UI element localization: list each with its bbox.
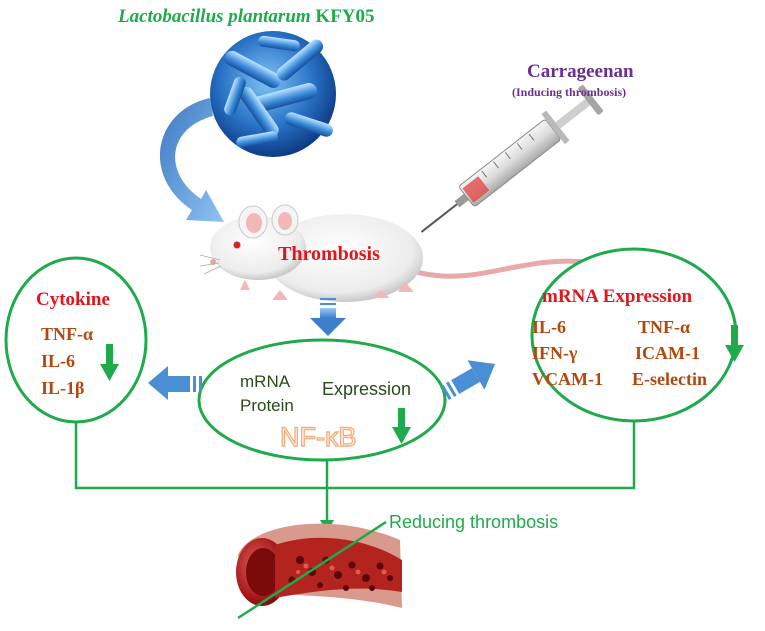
cytokine-item: IL-1β bbox=[41, 378, 85, 398]
center-expression: Expression bbox=[322, 379, 412, 399]
cytokine-title: Cytokine bbox=[36, 289, 110, 310]
mouse-image bbox=[199, 204, 588, 302]
center-oval bbox=[197, 338, 447, 462]
outcome-pointer-line bbox=[237, 520, 387, 620]
mrna-item: IL-6 bbox=[532, 317, 567, 337]
cytokine-item: TNF-α bbox=[41, 324, 94, 344]
block-arrow-left bbox=[148, 366, 202, 400]
mrna-item: IFN-γ bbox=[532, 343, 578, 363]
strain-name: KFY05 bbox=[315, 6, 375, 27]
nfkb-label: NF-κB bbox=[279, 422, 357, 452]
down-arrow-icon-mrna bbox=[725, 325, 744, 362]
mrna-title: mRNA Expression bbox=[542, 286, 693, 307]
species-name: Lactobacillus plantarum bbox=[118, 6, 311, 27]
outcome-label: Reducing thrombosis bbox=[389, 512, 559, 532]
down-arrow-icon-center bbox=[392, 408, 411, 444]
mrna-item: VCAM-1 bbox=[532, 369, 603, 389]
center-mrna: mRNA bbox=[240, 372, 291, 391]
down-arrow-icon-cytokine bbox=[100, 344, 119, 381]
block-arrow-down bbox=[310, 298, 346, 336]
mrna-item: ICAM-1 bbox=[635, 343, 700, 363]
carrageenan-note: (Inducing thrombosis) bbox=[512, 85, 627, 99]
center-protein: Protein bbox=[240, 396, 294, 415]
cytokine-item: IL-6 bbox=[41, 351, 76, 371]
curved-arrow-icon bbox=[159, 98, 224, 222]
species-title: Lactobacillus plantarum KFY05 bbox=[118, 7, 375, 26]
mrna-item: TNF-α bbox=[638, 317, 691, 337]
thrombosis-label: Thrombosis bbox=[278, 243, 380, 265]
mrna-item: E-selectin bbox=[632, 369, 707, 389]
carrageenan-label: Carrageenan bbox=[527, 61, 634, 82]
syringe-icon bbox=[420, 85, 603, 233]
block-arrow-right bbox=[440, 360, 496, 400]
connector-lines bbox=[74, 421, 636, 527]
bacteria-image bbox=[210, 31, 336, 157]
